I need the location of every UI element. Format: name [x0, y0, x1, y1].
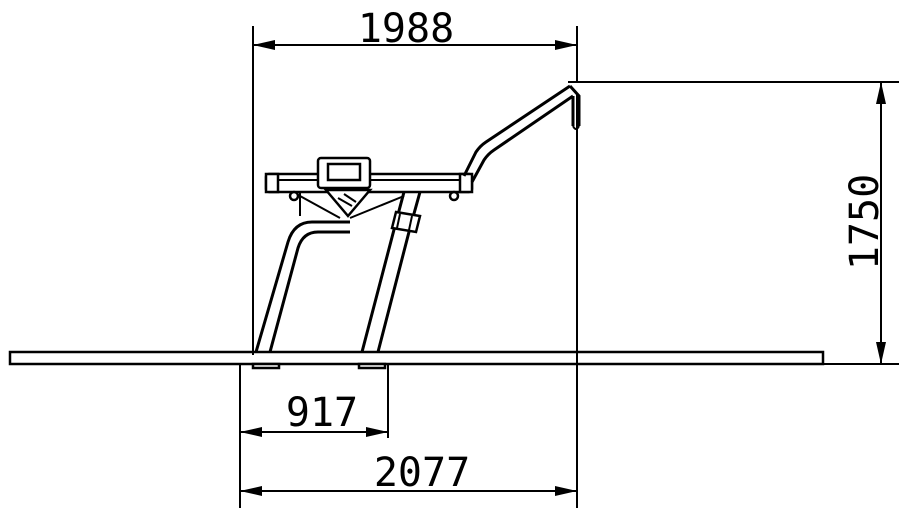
extension-lines — [239, 26, 899, 508]
dimension-line-top — [253, 40, 577, 50]
dimension-line-height — [876, 82, 886, 364]
dimension-label-inner: 917 — [286, 390, 358, 436]
seat-unit — [316, 156, 373, 218]
dimension-label-height: 1750 — [842, 174, 888, 270]
dimension-line-inner — [240, 427, 388, 437]
dimension-label-top: 1988 — [358, 6, 454, 52]
dimension-line-base — [240, 486, 577, 496]
handle-bar — [462, 84, 581, 183]
ground-plate — [8, 350, 825, 366]
leg-clamp — [390, 210, 422, 234]
dimension-label-base: 2077 — [374, 450, 470, 496]
